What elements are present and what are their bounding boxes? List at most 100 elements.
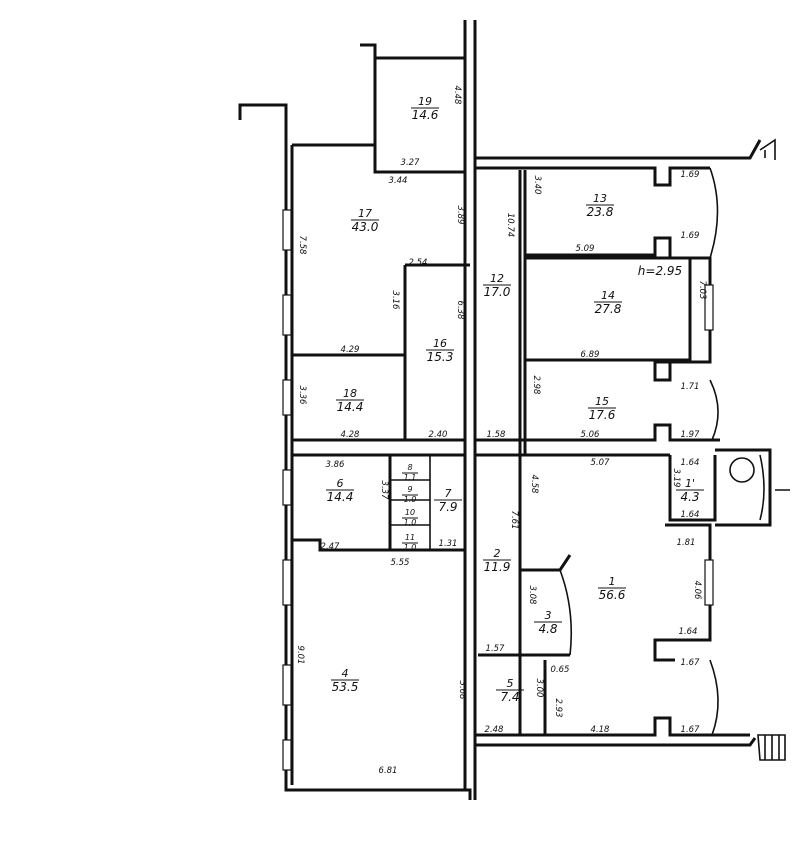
room-6: 614.4 [326,477,354,504]
room-number: 5 [507,677,514,690]
room-area: 56.6 [599,588,626,602]
dimension-label: 2.93 [553,699,563,718]
dimension-label: 2.48 [485,725,505,735]
room-number: 1' [685,477,695,490]
dimension-label: 3.19 [671,469,681,488]
dimension-label: 3.08 [527,586,537,606]
dimension-label: 1.69 [681,231,700,241]
dimension-label: 5.09 [576,244,595,254]
dimension-label: 6.89 [581,350,600,360]
room-8: 81.1 [402,463,418,482]
dimension-label: 0.65 [551,665,570,675]
dimension-label: 3.40 [532,176,542,195]
room-area: 7.4 [500,690,519,704]
dimension-label: 3.89 [455,206,465,225]
room-1: 156.6 [598,575,626,602]
dimension-label: 9.01 [295,646,305,665]
dimension-label: 1.69 [681,170,700,180]
dimension-label: 3.36 [297,386,307,406]
dimension-labels: 4.483.273.443.897.582.543.166.384.293.36… [295,86,707,776]
room-number: 12 [490,272,504,285]
room-number: 10 [405,508,415,517]
room-area: 1.0 [404,518,417,527]
room-number: 8 [407,463,412,472]
room-number: 1 [609,575,616,588]
room-number: 18 [343,387,357,400]
room-number: 11 [405,533,415,542]
walls [238,20,790,800]
room-number: 17 [358,207,372,220]
room-area: 11.9 [484,560,511,574]
room-4: 453.5 [331,667,359,694]
room-number: 4 [342,667,349,680]
room-number: 2 [494,547,501,560]
dimension-label: 3.68 [457,681,467,701]
room-area: 4.3 [680,490,699,504]
dimension-label: 6.38 [455,301,465,321]
room-1': 1'4.3 [676,477,704,504]
room-area: 15.3 [427,350,454,364]
room-area: 23.8 [587,205,614,219]
room-9: 91.0 [402,485,418,504]
room-area: 4.8 [538,622,557,636]
room-labels: 1914.61743.01615.31814.41217.01323.81427… [326,95,704,704]
room-area: 7.9 [438,500,457,514]
dimension-label: 7.61 [509,511,519,530]
dimension-label: 2.47 [321,542,341,552]
dimension-label: 1.58 [487,430,507,440]
room-number: 13 [593,192,607,205]
dimension-label: 1.67 [681,658,701,668]
room-number: 16 [433,337,447,350]
dimension-label: 4.29 [341,345,360,355]
dimension-label: 4.06 [692,581,702,601]
room-area: 53.5 [332,680,359,694]
dimension-label: 2.98 [531,376,541,396]
room-area: 14.4 [337,400,364,414]
room-area: 1.1 [404,473,417,482]
dimension-label: 1.64 [681,510,700,520]
dimension-label: 3.44 [389,176,408,186]
room-3: 34.8 [534,609,562,636]
room-number: 15 [595,395,609,408]
dimension-label: 1.31 [439,539,458,549]
room-number: 9 [407,485,412,494]
room-area: 27.8 [595,302,622,316]
dimension-label: 7.03 [697,281,707,300]
dimension-label: 4.28 [341,430,361,440]
room-number: 3 [545,609,552,622]
dimension-label: 1.97 [681,430,701,440]
room-area: 1.0 [404,495,417,504]
dimension-label: 2.40 [429,430,448,440]
room-area: 43.0 [352,220,379,234]
dimension-label: 5.07 [591,458,611,468]
room-area: 17.0 [484,285,511,299]
dimension-label: 3.00 [534,679,544,698]
dimension-label: 4.18 [591,725,611,735]
room-number: 6 [337,477,344,490]
dimension-label: 4.58 [529,475,539,495]
room-2: 211.9 [483,547,511,574]
room-7: 77.9 [434,487,462,514]
room-11: 111.0 [402,533,418,552]
room-number: 14 [601,289,615,302]
dimension-label: 10.74 [505,213,515,237]
window [704,559,714,606]
dimension-label: 5.06 [581,430,601,440]
room-5: 57.4 [496,677,524,704]
room-10: 101.0 [402,508,418,527]
dimension-label: 1.67 [681,725,701,735]
room-area: 14.4 [327,490,354,504]
dimension-label: 4.48 [452,86,462,106]
balcony-column [729,457,755,483]
room-number: 7 [445,487,452,500]
dimension-label: 1.71 [681,382,700,392]
dimension-label: 1.81 [677,538,696,548]
room-area: 17.6 [589,408,616,422]
